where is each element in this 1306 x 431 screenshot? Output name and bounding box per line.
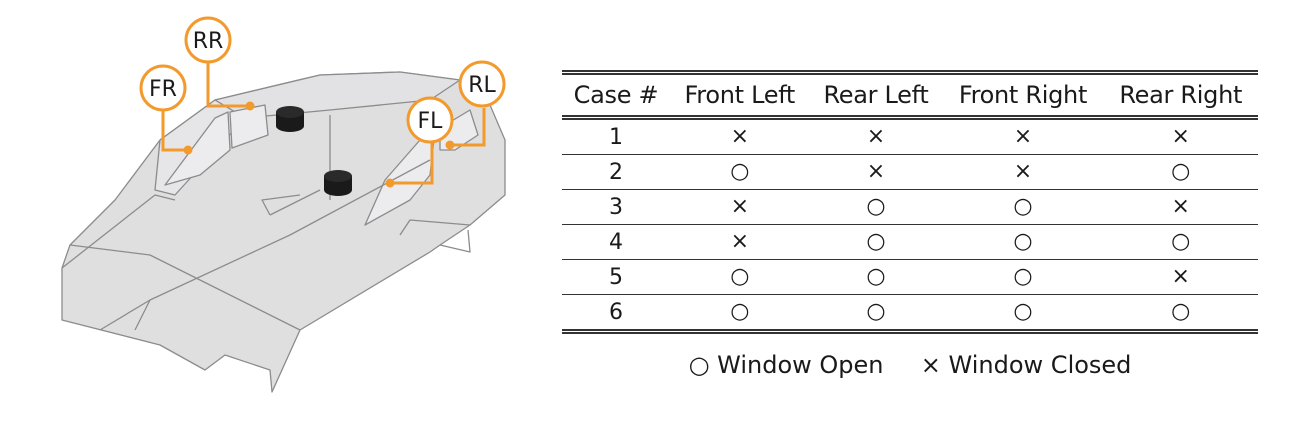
cell-front-right: ○ <box>942 189 1104 225</box>
cell-rear-right: × <box>1103 117 1258 155</box>
car-hood <box>61 194 301 331</box>
cell-front-left: × <box>670 117 810 155</box>
cell-front-right: ○ <box>1013 299 1033 324</box>
case-number: 2 <box>562 154 671 190</box>
cell-rear-left: ○ <box>866 299 886 324</box>
cell-rear-left: ○ <box>809 259 943 295</box>
cell-front-right: ○ <box>942 259 1104 295</box>
callout-fr: FR <box>139 64 187 112</box>
cell-rear-right: ○ <box>1103 224 1258 260</box>
window-case-table: Case # Front Left Rear Left Front Right … <box>562 70 1258 334</box>
cell-rear-left: × <box>809 117 943 155</box>
window-closed-symbol: × <box>920 351 941 379</box>
table-row: 4×○○○ <box>562 224 1258 260</box>
table-row: 5○○○× <box>562 259 1258 295</box>
cell-rear-right: × <box>1103 189 1258 225</box>
front-window <box>164 111 231 186</box>
window-closed-label: Window Closed <box>948 351 1132 379</box>
cell-rear-right: ○ <box>1103 154 1258 190</box>
cell-rear-left: ○ <box>809 189 943 225</box>
cell-rear-right: × <box>1103 259 1258 295</box>
case-number: 3 <box>562 189 671 225</box>
table-row: 2○××○ <box>562 154 1258 190</box>
callout-rl: RL <box>458 60 506 108</box>
window-open-symbol: ○ <box>688 351 710 379</box>
cell-front-left: ○ <box>670 259 810 295</box>
case-number: 5 <box>562 259 671 295</box>
callout-rr: RR <box>184 16 232 64</box>
svg-text:FL: FL <box>418 109 444 134</box>
cell-rear-left: ○ <box>809 224 943 260</box>
table-row: 1×××× <box>562 117 1258 155</box>
legend: ○ Window Open × Window Closed <box>562 350 1258 379</box>
case-table-section: Case # Front Left Rear Left Front Right … <box>562 70 1258 379</box>
header-rear-left: Rear Left <box>809 72 943 120</box>
callout-fl: FL <box>406 96 454 144</box>
cell-front-right: ○ <box>942 224 1104 260</box>
table-row: 6 ○ ○ ○ ○ <box>562 295 1258 332</box>
car-diagram: RR FR FL RL <box>61 16 506 393</box>
header-front-left: Front Left <box>670 72 810 120</box>
header-rear-right: Rear Right <box>1103 72 1258 120</box>
table-body: 1××××2○××○3×○○×4×○○○5○○○×6○○○○ <box>562 117 1258 332</box>
svg-text:RR: RR <box>193 29 224 54</box>
cell-front-right: × <box>942 117 1104 155</box>
cell-front-left: × <box>670 224 810 260</box>
speaker-rear <box>276 106 304 132</box>
window-open-label: Window Open <box>717 351 884 379</box>
car-floor <box>99 115 471 331</box>
case-number: 1 <box>562 117 671 155</box>
svg-text:FR: FR <box>149 77 177 102</box>
svg-text:RL: RL <box>468 73 496 98</box>
right-rear-window <box>439 109 479 151</box>
header-front-right: Front Right <box>942 72 1104 120</box>
cell-front-left: ○ <box>730 299 750 324</box>
table-header-row: Case # Front Left Rear Left Front Right … <box>562 72 1258 120</box>
header-case: Case # <box>562 72 671 120</box>
cell-rear-right: ○ <box>1171 299 1191 324</box>
speaker-front <box>324 170 352 196</box>
case-number: 6 <box>609 299 624 325</box>
cell-front-left: × <box>670 189 810 225</box>
cell-rear-left: × <box>809 154 943 190</box>
table-row: 3×○○× <box>562 189 1258 225</box>
cell-front-right: × <box>942 154 1104 190</box>
rear-bumper <box>261 194 471 236</box>
cell-front-left: ○ <box>670 154 810 190</box>
case-number: 4 <box>562 224 671 260</box>
